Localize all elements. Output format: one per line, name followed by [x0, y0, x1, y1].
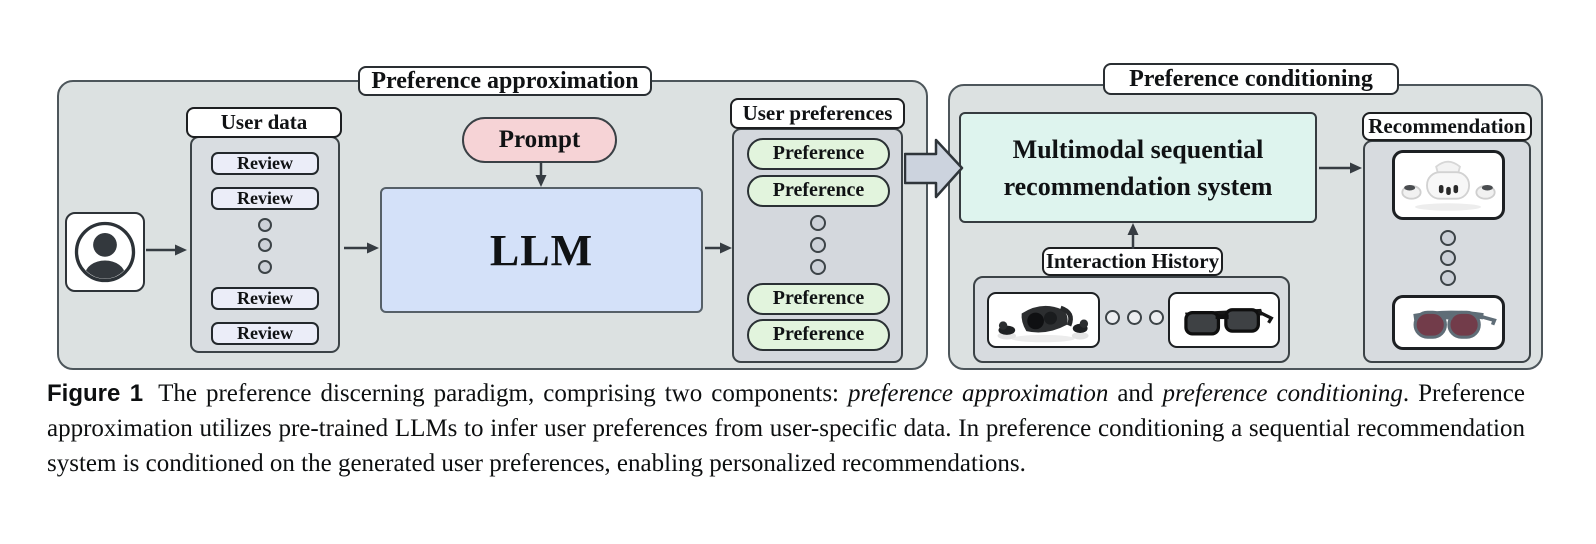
interaction-history-header: Interaction History	[1042, 247, 1223, 276]
dark-sunglasses-image	[1184, 308, 1274, 336]
ellipsis-dot	[1440, 250, 1456, 266]
ellipsis-dot	[258, 238, 272, 252]
user-data-title: User data	[220, 110, 308, 134]
recommended-item-sunglasses	[1392, 295, 1505, 350]
interaction-history-title: Interaction History	[1045, 249, 1220, 273]
caption-segment-italic: preference conditioning	[1162, 380, 1403, 407]
review-item: Review	[211, 152, 319, 175]
prompt-node: Prompt	[462, 117, 617, 163]
recommendation-header: Recommendation	[1362, 112, 1532, 141]
ellipsis-dot	[1149, 310, 1164, 325]
red-sunglasses-image	[1413, 310, 1497, 339]
arrow-history-to-recommender	[1127, 223, 1139, 249]
caption-segment: . Preference approximation utilizes pre-…	[47, 380, 1525, 477]
ellipsis-dot	[258, 218, 272, 232]
preference-item: Preference	[747, 138, 890, 170]
recommended-item-vr-headset	[1392, 150, 1505, 220]
ellipsis-dot	[258, 260, 272, 274]
user-preferences-header: User preferences	[730, 98, 905, 129]
user-preferences-title: User preferences	[742, 101, 893, 125]
review-item: Review	[211, 322, 319, 345]
recommendation-system-node: Multimodal sequential recommendation sys…	[959, 112, 1317, 223]
arrow-recommender-to-recommendation	[1319, 162, 1362, 174]
figure-caption-label: Figure 1	[47, 380, 144, 407]
preference-approximation-title-label: Preference approximation	[371, 67, 639, 94]
preference-conditioning-title-label: Preference conditioning	[1129, 65, 1373, 92]
ellipsis-dot	[810, 259, 826, 275]
ellipsis-dot	[1127, 310, 1142, 325]
recommendation-title: Recommendation	[1368, 114, 1526, 138]
block-arrow-preferences-to-recommender	[904, 138, 964, 199]
ellipsis-dot	[810, 237, 826, 253]
dark-vr-headset-image	[997, 305, 1089, 343]
arrow-prompt-to-llm	[535, 161, 547, 187]
arrow-llm-to-preferences	[705, 242, 732, 254]
history-item-sunglasses	[1168, 292, 1280, 348]
caption-segment: The preference discerning paradigm, comp…	[158, 380, 848, 407]
preference-item: Preference	[747, 319, 890, 351]
white-vr-headset-image	[1401, 160, 1496, 211]
preference-conditioning-title: Preference conditioning	[1103, 63, 1399, 95]
figure-caption: Figure 1 The preference discerning paradi…	[47, 376, 1525, 481]
llm-node: LLM	[380, 187, 703, 313]
ellipsis-dot	[810, 215, 826, 231]
ellipsis-dot	[1440, 270, 1456, 286]
ellipsis-dot	[1105, 310, 1120, 325]
preference-item: Preference	[747, 175, 890, 207]
caption-segment-italic: preference approximation	[848, 380, 1109, 407]
arrow-userdata-to-llm	[344, 242, 379, 254]
user-avatar	[65, 212, 145, 292]
user-data-header: User data	[186, 107, 342, 138]
preference-approximation-title: Preference approximation	[358, 66, 652, 96]
ellipsis-dot	[1440, 230, 1456, 246]
caption-segment: and	[1108, 380, 1163, 407]
review-item: Review	[211, 187, 319, 210]
preference-item: Preference	[747, 283, 890, 315]
user-avatar-icon	[74, 221, 136, 283]
history-item-vr-headset	[987, 292, 1100, 348]
arrow-user-to-userdata	[146, 244, 187, 256]
review-item: Review	[211, 287, 319, 310]
